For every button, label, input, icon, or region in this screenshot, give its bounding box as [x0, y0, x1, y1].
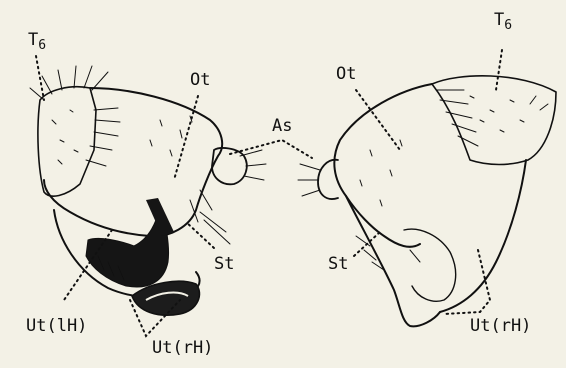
right-specimen — [298, 76, 556, 327]
label-St-left: St — [214, 256, 234, 273]
left-tergite-T6 — [38, 87, 96, 196]
leader-lines — [36, 50, 502, 336]
label-Ot-left: Ot — [190, 72, 210, 89]
right-inner-lobe — [404, 229, 456, 301]
label-Ut-rH-right: Ut(rH) — [470, 318, 531, 335]
label-Ut-lH: Ut(lH) — [26, 318, 87, 335]
label-Ot-right: Ot — [336, 66, 356, 83]
right-tergite-T6 — [432, 76, 556, 165]
label-T6-left: T6 — [28, 32, 46, 52]
label-St-right: St — [328, 256, 348, 273]
label-As: As — [272, 118, 292, 135]
label-Ut-rH-left: Ut(rH) — [152, 340, 213, 357]
right-capsule-outline — [334, 84, 432, 247]
label-T6-right: T6 — [494, 12, 512, 32]
left-dark-spike — [146, 198, 174, 236]
left-specimen — [30, 66, 266, 315]
